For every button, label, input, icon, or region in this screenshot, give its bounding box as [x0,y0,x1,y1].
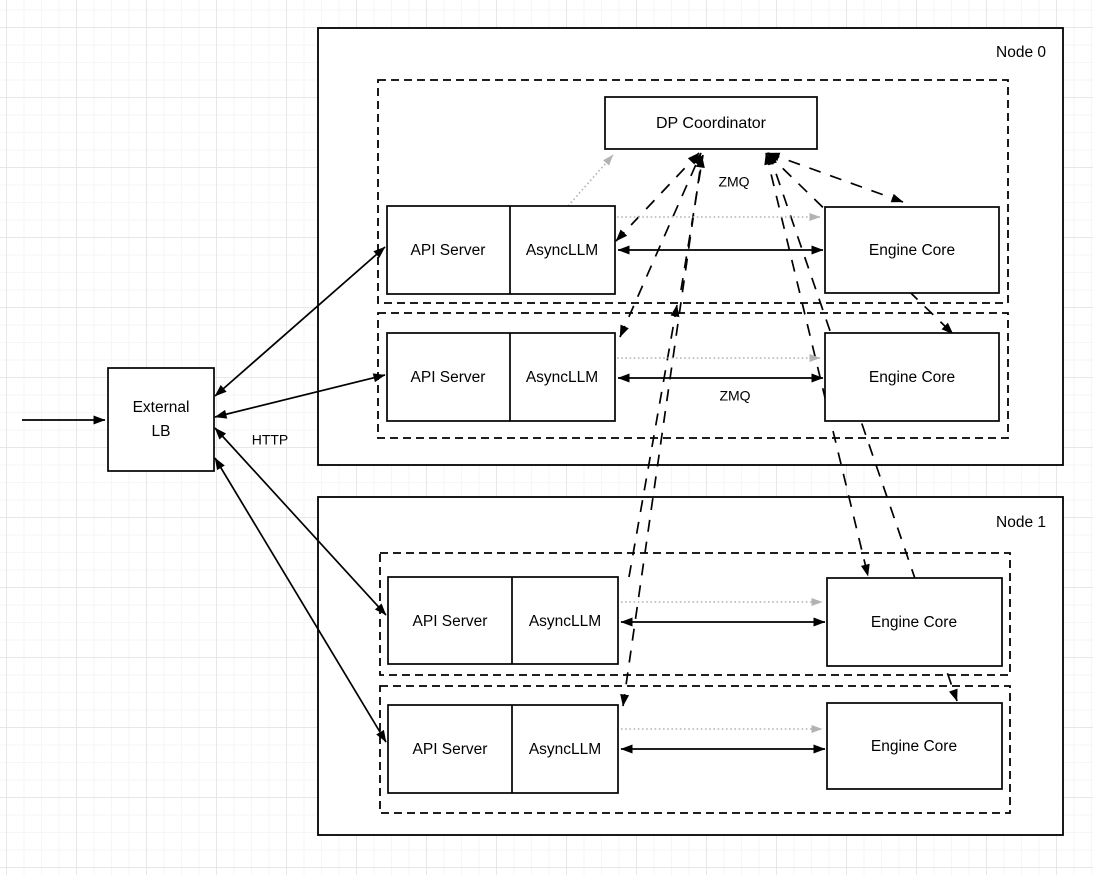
engine-core-label-1: Engine Core [869,369,955,386]
apiserver-asyncllm-box-1 [386,332,616,422]
apiserver-asyncllm-box-0 [386,205,616,295]
engine-core-box-3 [826,702,1003,790]
apiserver-asyncllm-box-2 [387,576,619,665]
external-lb-label-line1: External [133,399,190,416]
asyncllm-label-0: AsyncLLM [526,242,598,259]
zmq-row2-label: ZMQ [719,388,750,404]
node1-label: Node 1 [996,514,1046,531]
asyncllm-label-1: AsyncLLM [526,369,598,386]
engine-core-label-3: Engine Core [871,738,957,755]
asyncllm-label-3: AsyncLLM [529,741,601,758]
engine-core-box-1 [824,332,1000,422]
asyncllm-label-2: AsyncLLM [529,613,601,630]
engine-core-label-0: Engine Core [869,242,955,259]
dp-coordinator-box [604,96,818,150]
dashed-arrow-coordinator-enginecore3 [768,152,958,702]
engine-core-label-2: Engine Core [871,614,957,631]
gray-arrow-asyncllm0-coordinator [567,154,614,207]
apiserver-label-0: API Server [411,242,486,259]
apiserver-label-3: API Server [413,741,488,758]
arrow-externallb-apiserver0 [214,246,386,397]
external-lb-box [107,367,215,472]
node0-rank0-group [377,79,1009,304]
apiserver-label-1: API Server [411,369,486,386]
http-label: HTTP [252,432,289,448]
apiserver-asyncllm-box-3 [387,704,619,794]
engine-core-box-0 [824,206,1000,294]
node0-label: Node 0 [996,44,1046,61]
arrow-externallb-apiserver3 [214,457,387,743]
external-lb-label-line2: LB [152,423,171,440]
arrow-externallb-apiserver1 [214,373,386,419]
engine-core-box-2 [826,577,1003,667]
zmq-coordinator-label: ZMQ [718,174,749,190]
dp-coordinator-label: DP Coordinator [656,115,767,132]
apiserver-label-2: API Server [413,613,488,630]
